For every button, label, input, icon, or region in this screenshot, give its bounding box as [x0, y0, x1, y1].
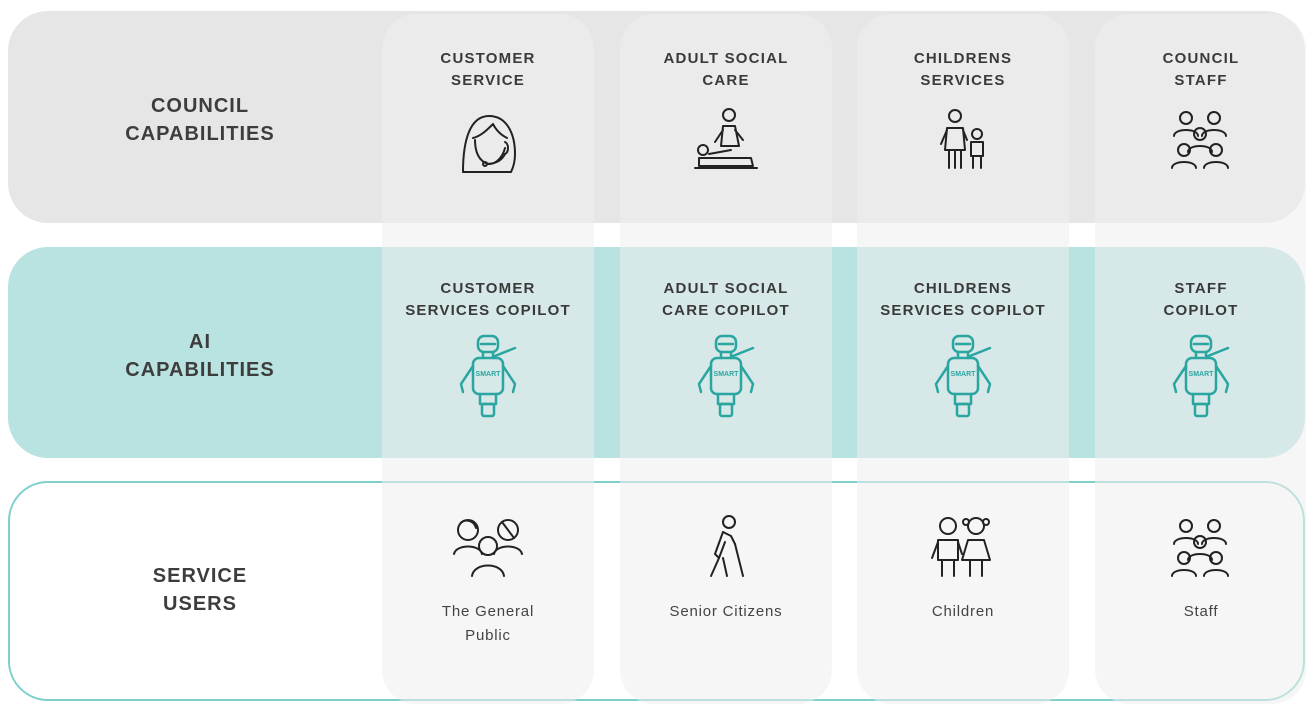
users-cell-senior-citizens: Senior Citizens: [620, 514, 832, 624]
carer-patient-icon: [694, 108, 758, 169]
elderly-person-icon: [710, 515, 744, 577]
staff-group-icon: [1171, 519, 1229, 577]
svg-text:SMART: SMART: [1189, 371, 1215, 378]
robot-icon: SMART: [697, 334, 755, 418]
users-cell-children: Children: [857, 514, 1069, 624]
robot-icon: SMART: [1172, 334, 1230, 418]
svg-text:SMART: SMART: [951, 371, 977, 378]
headset-agent-icon: [462, 115, 516, 173]
parent-child-icon: [940, 109, 984, 169]
staff-group-icon: [1171, 111, 1229, 169]
user-label: Children: [931, 603, 995, 620]
people-group-icon: [453, 519, 523, 577]
children-icon: [931, 517, 991, 577]
user-label: Senior Citizens: [669, 603, 783, 620]
user-label: Staff: [1183, 603, 1219, 620]
robot-icon: SMART: [934, 334, 992, 418]
svg-text:SMART: SMART: [476, 371, 502, 378]
robot-icon: SMART: [459, 334, 517, 418]
svg-text:SMART: SMART: [714, 371, 740, 378]
users-cell-staff: Staff: [1095, 514, 1306, 624]
